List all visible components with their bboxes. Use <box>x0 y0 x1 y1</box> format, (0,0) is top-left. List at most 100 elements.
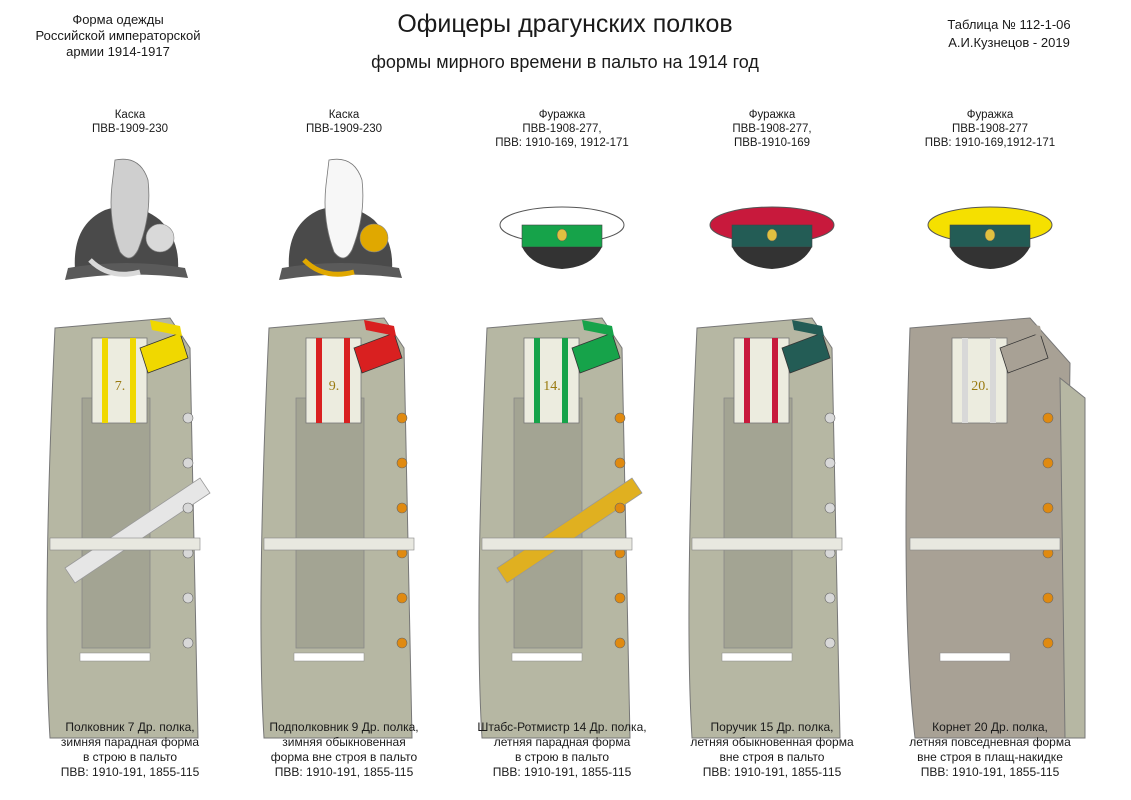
collar-stripe <box>130 338 136 423</box>
figure-caption-line: Подполковник 9 Др. полка, <box>269 720 419 734</box>
figure-caption-line: Полковник 7 Др. полка, <box>65 720 195 734</box>
headgear-caption-line: Каска <box>328 109 360 121</box>
figure-caption-line: ПВВ: 1910-191, 1855-115 <box>702 765 842 779</box>
insignia-label: 9. <box>329 379 340 394</box>
coat-button <box>182 412 194 424</box>
figure-caption-line: форма вне строя в пальто <box>270 750 418 764</box>
series-line: армии 1914-1917 <box>66 44 170 59</box>
belt <box>263 537 415 551</box>
coat-button <box>824 502 836 514</box>
figure-caption: Штабс-Ротмистр 14 Др. полка,летняя парад… <box>452 720 672 780</box>
coat-button <box>824 457 836 469</box>
collar-stripe <box>744 338 750 423</box>
coat-button <box>1042 592 1054 604</box>
boots <box>939 652 1011 662</box>
headgear-caption-line: ПВВ-1910-169 <box>733 137 811 149</box>
shoulder-board <box>999 332 1049 374</box>
coat-button <box>614 502 626 514</box>
coat-button <box>614 592 626 604</box>
headgear-caption-line: Фуражка <box>966 109 1014 121</box>
collar-patch <box>305 337 362 424</box>
table-number-label: Таблица № 112-1-06 А.И.Кузнецов - 2019 <box>909 16 1109 52</box>
collar-patch <box>733 337 790 424</box>
overcoat-figure <box>478 317 643 739</box>
overcoat-figure <box>260 317 415 739</box>
insignia-label: 20. <box>971 379 989 394</box>
boots <box>293 652 365 662</box>
figure-caption-line: летняя парадная форма <box>493 735 631 749</box>
coat-button <box>824 412 836 424</box>
coat-button <box>396 502 408 514</box>
coat-button <box>1042 412 1054 424</box>
headgear-caption-line: ПВВ-1908-277, <box>522 123 602 135</box>
coat-button <box>182 502 194 514</box>
shoulder-board <box>781 332 831 374</box>
figure-caption-line: вне строя в плащ-накидке <box>917 750 1063 764</box>
coat-button <box>1042 457 1054 469</box>
coat-collar <box>582 320 614 336</box>
figure-caption-line: Штабс-Ротмистр 14 Др. полка, <box>477 720 647 734</box>
table-series-label: Форма одежды Российской императорской ар… <box>18 12 218 60</box>
coat-button <box>396 412 408 424</box>
boots <box>511 652 583 662</box>
collar-stripe <box>772 338 778 423</box>
boots <box>721 652 793 662</box>
headgear-caption-line: Фуражка <box>748 109 796 121</box>
regiment-number: 7. <box>115 379 126 394</box>
figure-caption-line: в строю в пальто <box>514 750 610 764</box>
headgear-caption-line: Каска <box>114 109 146 121</box>
coat-button <box>614 637 626 649</box>
coat-button <box>182 637 194 649</box>
shoulder-board <box>571 332 621 374</box>
headgear-caption-line: Фуражка <box>538 109 586 121</box>
coat-button <box>396 637 408 649</box>
peaked-cap-icon <box>499 206 625 269</box>
coat-collar <box>150 320 182 336</box>
collar-stripe <box>344 338 350 423</box>
collar-stripe <box>534 338 540 423</box>
figure-caption: Полковник 7 Др. полка,зимняя парадная фо… <box>20 720 240 780</box>
collar-patch <box>523 337 580 424</box>
coat-button <box>824 592 836 604</box>
figure-caption-line: в строю в пальто <box>82 750 178 764</box>
author: А.И.Кузнецов - 2019 <box>948 35 1070 50</box>
shoulder-board <box>139 332 189 374</box>
figure-caption-line: Корнет 20 Др. полка, <box>932 720 1048 734</box>
headgear-caption-line: ПВВ-1909-230 <box>305 123 383 135</box>
overcoat-figure <box>688 317 843 739</box>
figure-caption-line: ПВВ: 1910-191, 1855-115 <box>274 765 414 779</box>
collar-stripe <box>102 338 108 423</box>
regiment-number: 14. <box>543 379 561 394</box>
belt <box>909 537 1061 551</box>
headgear-caption-line: ПВВ-1909-230 <box>91 123 169 135</box>
peaked-cap-icon <box>709 206 835 269</box>
coat-button <box>182 592 194 604</box>
regiment-number: 9. <box>329 379 340 394</box>
figure-caption: Корнет 20 Др. полка,летняя повседневная … <box>880 720 1100 780</box>
figure-caption-line: ПВВ: 1910-191, 1855-115 <box>60 765 200 779</box>
headgear-caption-line: ПВВ: 1910-169,1912-171 <box>924 137 1056 149</box>
coat-button <box>1042 502 1054 514</box>
peaked-cap-icon <box>927 206 1053 269</box>
headgear-caption-line: ПВВ-1908-277, <box>732 123 812 135</box>
coat-button <box>824 637 836 649</box>
figure-caption: Подполковник 9 Др. полка,зимняя обыкнове… <box>234 720 454 780</box>
headgear-caption-line: ПВВ-1908-277 <box>951 123 1029 135</box>
series-line: Российской императорской <box>35 28 201 43</box>
collar-stripe <box>990 338 996 423</box>
coat-button <box>396 457 408 469</box>
figure-caption-line: ПВВ: 1910-191, 1855-115 <box>492 765 632 779</box>
page-title: Офицеры драгунских полков <box>397 10 733 38</box>
table-number: Таблица № 112-1-06 <box>947 17 1071 32</box>
figure-caption: Поручик 15 Др. полка,летняя обыкновенная… <box>662 720 882 780</box>
shoulder-board <box>353 332 403 374</box>
